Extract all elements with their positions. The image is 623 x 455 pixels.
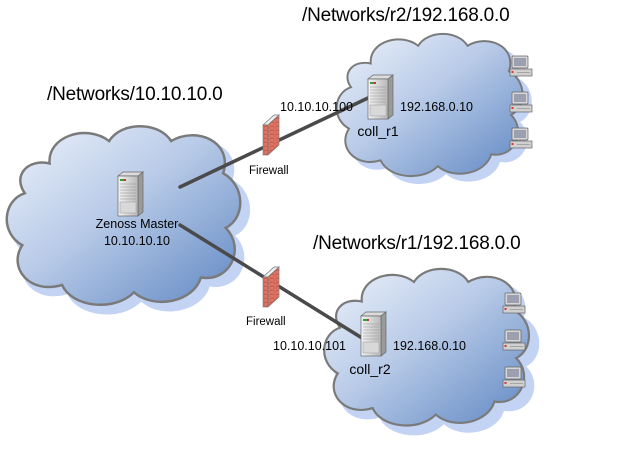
- zenoss-master-ip: 10.10.10.10: [103, 234, 171, 248]
- firewall-top-icon[interactable]: [262, 114, 280, 156]
- coll-r1-server-icon[interactable]: [367, 74, 394, 120]
- zenoss-master-name: Zenoss Master: [95, 217, 179, 231]
- network-title-r1: /Networks/r1/192.168.0.0: [313, 233, 521, 254]
- coll-r2-name: coll_r2: [349, 361, 391, 377]
- firewall-top-label: Firewall: [249, 165, 289, 177]
- network-title-r2: /Networks/r2/192.168.0.0: [302, 5, 510, 26]
- network-title-master: /Networks/10.10.10.0: [47, 84, 223, 105]
- coll-r1-ip-left: 10.10.10.100: [280, 100, 353, 114]
- coll-r1-name: coll_r1: [357, 123, 399, 139]
- firewall-bottom-icon[interactable]: [262, 266, 280, 308]
- zenoss-master-server-icon[interactable]: [117, 171, 144, 217]
- coll-r2-server-icon[interactable]: [360, 311, 387, 357]
- firewall-bottom-label: Firewall: [246, 316, 286, 328]
- r2-workstation-icon-3[interactable]: [509, 127, 533, 149]
- coll-r1-ip-right: 192.168.0.10: [400, 100, 473, 114]
- coll-r2-ip-left: 10.10.10.101: [273, 339, 346, 353]
- r2-workstation-icon-1[interactable]: [509, 55, 533, 77]
- coll-r2-ip-right: 192.168.0.10: [393, 339, 466, 353]
